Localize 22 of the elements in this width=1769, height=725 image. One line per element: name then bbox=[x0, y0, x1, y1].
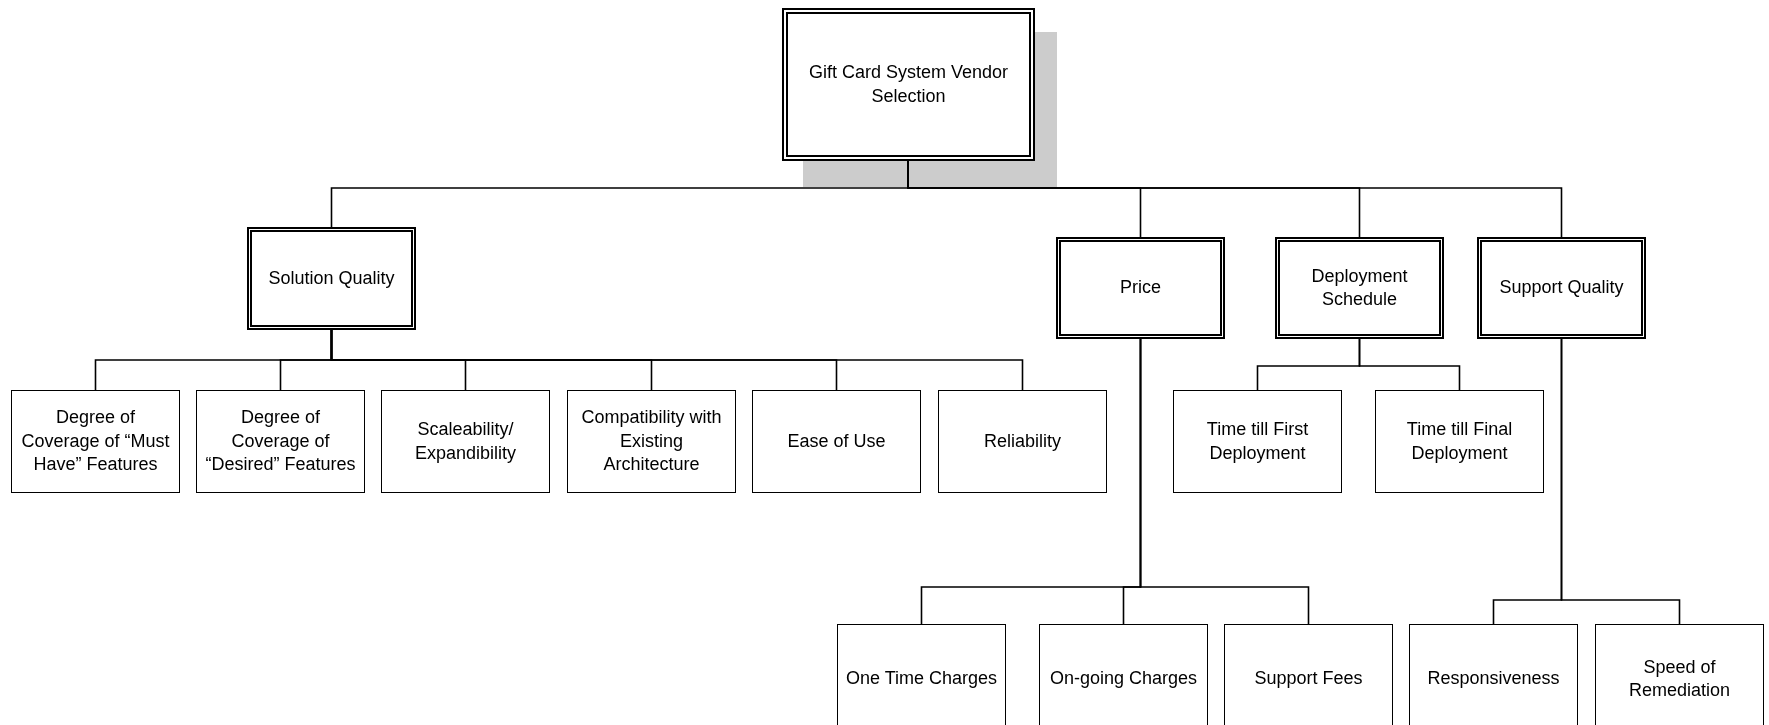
criterion-box: Time till First Deployment bbox=[1173, 390, 1342, 493]
criterion-box: Ease of Use bbox=[752, 390, 921, 493]
goal-box: Gift Card System Vendor Selection bbox=[782, 8, 1035, 161]
criterion-box: Time till Final Deployment bbox=[1375, 390, 1544, 493]
connector-line bbox=[330, 329, 1024, 391]
connector-line bbox=[1139, 338, 1310, 625]
criterion-box: Scaleability/ Expandibility bbox=[381, 390, 550, 493]
criterion-box: Speed of Remediation bbox=[1595, 624, 1764, 725]
category-box: Solution Quality bbox=[247, 227, 416, 330]
criterion-box: Compatibility with Existing Architecture bbox=[567, 390, 736, 493]
criterion-box: One Time Charges bbox=[837, 624, 1006, 725]
connector-line bbox=[1358, 338, 1461, 391]
connector-line bbox=[1560, 338, 1681, 625]
category-box: Support Quality bbox=[1477, 237, 1646, 339]
criterion-box: Support Fees bbox=[1224, 624, 1393, 725]
criterion-box: Degree of Coverage of “Must Have” Features bbox=[11, 390, 180, 493]
criterion-box: Reliability bbox=[938, 390, 1107, 493]
criterion-box: On-going Charges bbox=[1039, 624, 1208, 725]
category-box: Deployment Schedule bbox=[1275, 237, 1444, 339]
category-box: Price bbox=[1056, 237, 1225, 339]
criterion-box: Degree of Coverage of “Desired” Features bbox=[196, 390, 365, 493]
criterion-box: Responsiveness bbox=[1409, 624, 1578, 725]
